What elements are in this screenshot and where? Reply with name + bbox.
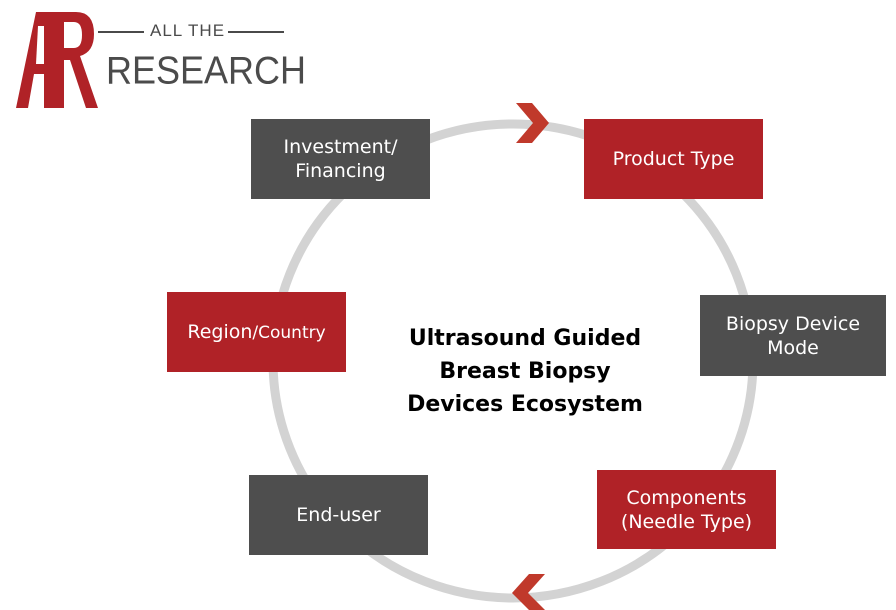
ecosystem-title-line3: Devices Ecosystem xyxy=(407,392,643,417)
logo-research-text: RESEARCH xyxy=(106,48,307,93)
node-region-main: Region xyxy=(187,320,253,343)
node-product-type: Product Type xyxy=(584,119,763,199)
cycle-arrow-top-right xyxy=(516,103,549,143)
node-biopsy-device-mode: Biopsy Device Mode xyxy=(700,295,886,376)
node-investment-line1: Investment/ xyxy=(283,136,398,158)
ecosystem-title-line2: Breast Biopsy xyxy=(439,359,611,384)
node-enduser-label: End-user xyxy=(296,504,381,526)
node-region-suffix: /Country xyxy=(252,322,326,343)
ecosystem-title-line1: Ultrasound Guided xyxy=(408,326,642,351)
node-components-line1: Components xyxy=(626,486,747,509)
node-product-label: Product Type xyxy=(612,148,735,170)
logo-all-the-text: ALL THE xyxy=(150,21,226,40)
node-investment-financing: Investment/ Financing xyxy=(251,119,430,199)
node-region-country: Region/Country xyxy=(167,292,346,372)
all-the-research-logo: ALL THE RESEARCH xyxy=(14,4,307,114)
ar-logo-mark xyxy=(16,12,98,108)
cycle-arrow-bottom-left xyxy=(512,574,545,610)
node-investment-line2: Financing xyxy=(295,160,386,182)
node-biopsy-line1: Biopsy Device xyxy=(725,312,861,335)
node-end-user: End-user xyxy=(249,475,428,555)
ecosystem-title: Ultrasound Guided Breast Biopsy Devices … xyxy=(380,322,670,421)
node-biopsy-line2: Mode xyxy=(767,336,819,359)
logo-divider-right xyxy=(228,31,284,33)
logo-divider-left xyxy=(98,31,144,33)
node-components-needle-type: Components (Needle Type) xyxy=(597,470,776,549)
node-components-line2: (Needle Type) xyxy=(620,510,753,533)
